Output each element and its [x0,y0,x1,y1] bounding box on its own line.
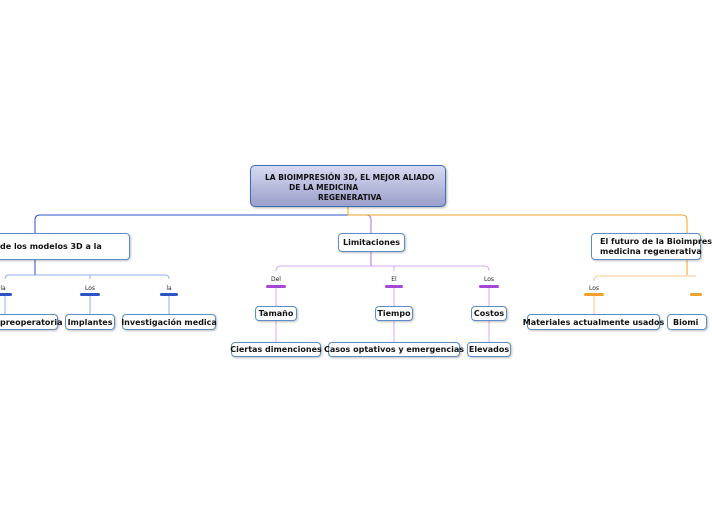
root-to-left-line [34,207,349,233]
root-topic-line: LA BIOIMPRESIÓN 3D, EL MEJOR ALIADO [265,173,435,182]
topic-futuro-bioimpresion[interactable]: El futuro de la Bioimpres medicina regen… [591,233,712,260]
center-branch-bus [275,265,490,272]
connector-label: la [0,285,6,292]
subtopic-label: Investigación medica [121,317,217,327]
subtopic-tamano[interactable]: Tamaño [255,306,297,321]
detail-casos-optativos[interactable]: Casos optativos y emergencias [324,342,464,357]
subtopic-implantes[interactable]: Implantes [65,314,115,330]
subtopic-costos[interactable]: Costos [471,306,507,321]
connector-label: El [391,276,397,283]
detail-label: Ciertas dimenciones [230,345,322,354]
connector-bar [690,293,702,296]
connector-bar [80,293,100,296]
subtopic-investigacion-medica[interactable]: Investigación medica [121,314,217,330]
connector-bar [266,285,286,288]
topic-label: de los modelos 3D a la [0,242,102,251]
connector-bar [160,293,178,296]
connector-label: Los [84,285,96,292]
topic-limitaciones[interactable]: Limitaciones [338,233,405,252]
subtopic-label: Materiales actualmente usados [522,317,665,327]
detail-elevados[interactable]: Elevados [467,342,511,357]
connector-label: Los [588,285,600,292]
connector-bar [584,293,604,296]
subtopic-preoperatoria[interactable]: preoperatoria [0,314,63,330]
root-to-center-line [347,207,372,233]
topic-label: Limitaciones [343,238,401,247]
detail-ciertas-dimenciones[interactable]: Ciertas dimenciones [230,342,322,357]
topic-label: medicina regenerativa [600,246,702,256]
topic-label: El futuro de la Bioimpres [600,236,712,246]
subtopic-label: Biomi [673,317,699,327]
root-to-right-line [347,207,688,233]
subtopic-biomateriales[interactable]: Biomi [667,314,707,330]
subtopic-label: Tiempo [377,309,411,318]
connector-label: Los [483,276,495,283]
connector-bar [0,293,12,296]
detail-label: Elevados [468,345,510,354]
root-topic-line: REGENERATIVA [318,193,382,202]
root-topic-line: DE LA MEDICINA [289,183,359,192]
right-branch-bus [593,275,696,282]
connector-label: Del [271,276,281,283]
connector-label: la [166,285,172,292]
subtopic-label: Tamaño [258,309,294,318]
subtopic-label: Implantes [67,317,113,327]
connector-bar [385,285,403,288]
subtopic-label: Costos [473,309,505,318]
root-topic[interactable]: LA BIOIMPRESIÓN 3D, EL MEJOR ALIADO DE L… [250,165,446,207]
detail-label: Casos optativos y emergencias [324,345,464,354]
subtopic-tiempo[interactable]: Tiempo [375,306,413,321]
topic-models-3d[interactable]: de los modelos 3D a la [0,233,130,260]
subtopic-label: preoperatoria [0,317,63,327]
left-branch-bus [4,274,170,280]
connector-lines [0,207,702,342]
subtopic-materiales[interactable]: Materiales actualmente usados [523,314,664,330]
connector-bar [479,285,499,288]
